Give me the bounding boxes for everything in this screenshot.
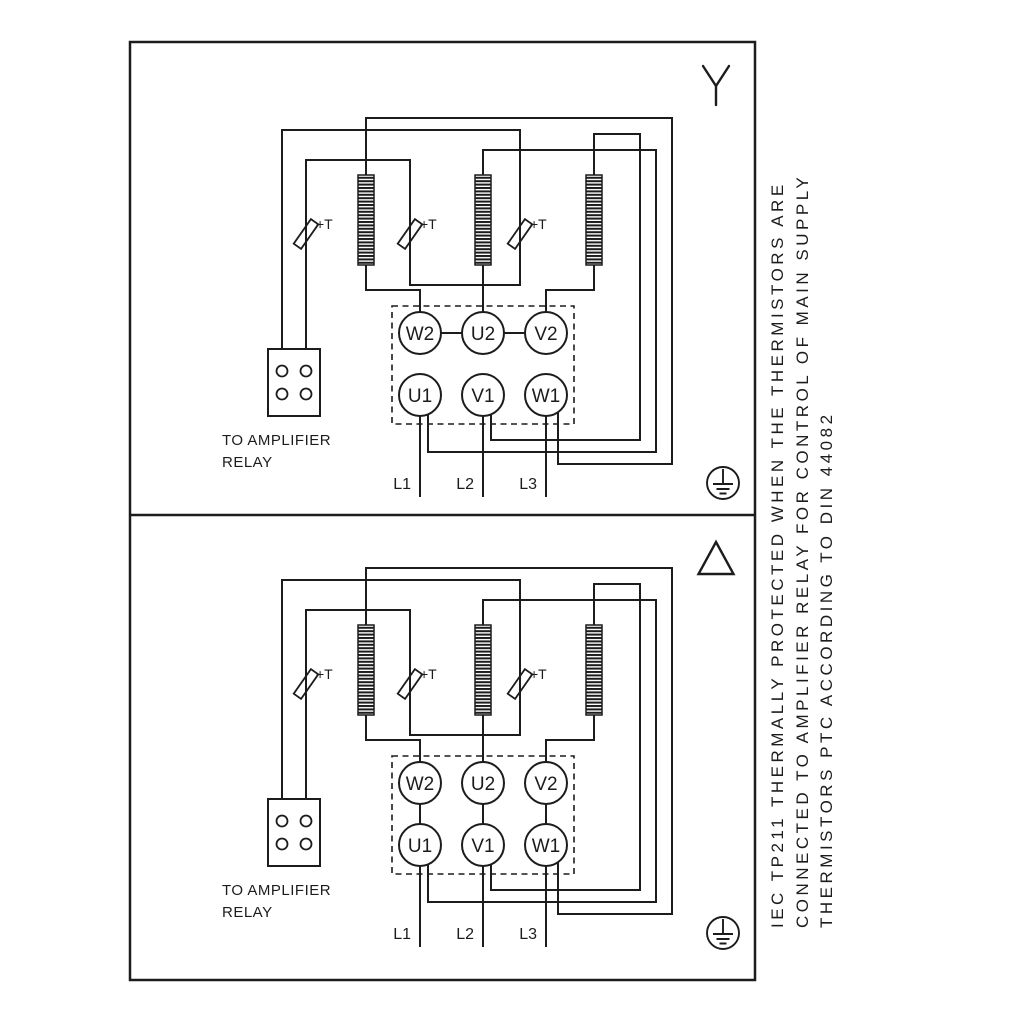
earth-symbol — [706, 916, 740, 950]
terminal-u2-label: U2 — [471, 774, 495, 795]
winding-w-return-wire — [365, 117, 673, 465]
supply-l3-label: L3 — [519, 476, 537, 493]
terminal-board-outline — [391, 755, 575, 875]
thermistor-symbol — [292, 217, 320, 251]
supply-l1-label: L1 — [393, 476, 411, 493]
star-connection-icon — [701, 64, 731, 107]
star-panel: +T +T +T TO AMPLIFIER RELAY W2 U2 V2 U1 … — [222, 117, 740, 500]
winding-w-return-wire — [365, 567, 673, 915]
terminal-u2 — [461, 311, 505, 355]
terminal-u1-label: U1 — [408, 386, 432, 407]
thermistor-label: +T — [530, 216, 547, 232]
motor-winding — [474, 624, 492, 716]
relay-caption-line2: RELAY — [222, 454, 273, 471]
relay-terminal — [275, 387, 289, 401]
motor-winding — [585, 624, 603, 716]
terminal-w1-label: W1 — [532, 836, 561, 857]
relay-terminal — [299, 814, 313, 828]
terminal-w1 — [524, 823, 568, 867]
relay-terminal-box — [267, 798, 321, 867]
thermistor-label: +T — [530, 666, 547, 682]
winding-v-lead — [545, 715, 595, 762]
relay-caption-line2: RELAY — [222, 904, 273, 921]
terminal-u1 — [398, 373, 442, 417]
winding-w-lead — [365, 265, 421, 312]
terminal-u1 — [398, 823, 442, 867]
terminal-w2-label: W2 — [406, 324, 435, 345]
relay-terminal — [299, 837, 313, 851]
relay-terminal — [275, 837, 289, 851]
relay-terminal — [275, 364, 289, 378]
motor-winding — [474, 174, 492, 266]
terminal-w2 — [398, 311, 442, 355]
relay-caption-line1: TO AMPLIFIER — [222, 432, 331, 449]
thermistor-chain-wire — [281, 129, 521, 349]
terminal-w1-label: W1 — [532, 386, 561, 407]
relay-terminal-box — [267, 348, 321, 417]
relay-terminal — [275, 814, 289, 828]
relay-terminal — [299, 387, 313, 401]
note-line-2: CONNECTED TO AMPLIFIER RELAY FOR CONTROL… — [793, 174, 812, 928]
supply-l2-label: L2 — [456, 926, 474, 943]
winding-u-return-wire — [427, 149, 657, 453]
thermistor-symbol — [396, 667, 424, 701]
thermistor-label: +T — [316, 216, 333, 232]
terminal-v2 — [524, 311, 568, 355]
terminal-u2 — [461, 761, 505, 805]
terminal-v2 — [524, 761, 568, 805]
diagram-frame — [128, 40, 757, 982]
terminal-w2 — [398, 761, 442, 805]
thermistor-symbol — [506, 667, 534, 701]
thermistor-symbol — [506, 217, 534, 251]
supply-l3-label: L3 — [519, 926, 537, 943]
terminal-board-outline — [391, 305, 575, 425]
winding-w-lead — [365, 715, 421, 762]
motor-winding — [585, 174, 603, 266]
winding-v-return-wire — [490, 583, 641, 891]
terminal-u2-label: U2 — [471, 324, 495, 345]
thermistor-label: +T — [316, 666, 333, 682]
terminal-v2-label: V2 — [534, 774, 557, 795]
thermistor-symbol — [396, 217, 424, 251]
terminal-v1 — [461, 373, 505, 417]
thermistor-label: +T — [420, 216, 437, 232]
winding-v-lead — [545, 265, 595, 312]
terminal-w2-label: W2 — [406, 774, 435, 795]
thermistor-label: +T — [420, 666, 437, 682]
supply-l2-label: L2 — [456, 476, 474, 493]
note-line-1: IEC TP211 THERMALLY PROTECTED WHEN THE T… — [768, 181, 787, 928]
winding-u-return-wire — [427, 599, 657, 903]
terminal-v2-label: V2 — [534, 324, 557, 345]
delta-connection-icon — [696, 539, 736, 576]
thermistor-chain-wire — [281, 579, 521, 799]
thermistor-symbol — [292, 667, 320, 701]
winding-v-return-wire — [490, 133, 641, 441]
terminal-v1-label: V1 — [471, 386, 494, 407]
relay-caption-line1: TO AMPLIFIER — [222, 882, 331, 899]
terminal-w1 — [524, 373, 568, 417]
note-line-3: THERMISTORS PTC ACCORDING TO DIN 44082 — [817, 411, 836, 928]
motor-winding — [357, 174, 375, 266]
supply-l1-label: L1 — [393, 926, 411, 943]
motor-winding — [357, 624, 375, 716]
relay-terminal — [299, 364, 313, 378]
delta-panel: +T +T +T TO AMPLIFIER RELAY W2 U2 V2 U1 … — [222, 567, 740, 950]
terminal-v1 — [461, 823, 505, 867]
terminal-u1-label: U1 — [408, 836, 432, 857]
terminal-v1-label: V1 — [471, 836, 494, 857]
earth-symbol — [706, 466, 740, 500]
